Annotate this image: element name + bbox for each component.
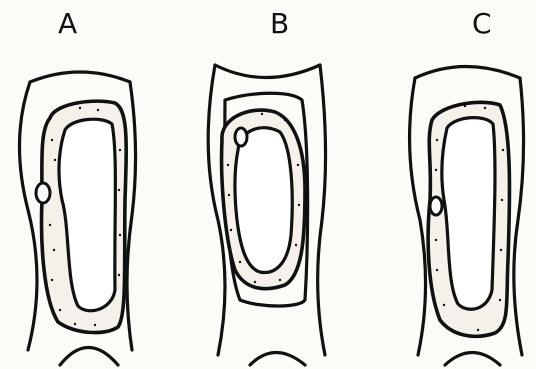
- cell-b: [208, 65, 325, 365]
- cell-b-right-wall: [318, 65, 326, 355]
- cell-b-vacuole: [235, 128, 292, 273]
- cell-a-nucleus: [36, 183, 50, 203]
- cell-a-bottom-wall: [60, 348, 118, 366]
- cell-c-bottom-wall: [445, 353, 500, 366]
- cell-c-left-wall: [410, 78, 426, 355]
- cell-c-right-wall: [514, 78, 524, 355]
- cell-b-nucleus: [235, 128, 247, 146]
- cell-a-left-wall: [19, 82, 37, 350]
- cell-c: [410, 67, 524, 366]
- cell-b-bottom-wall: [250, 353, 305, 366]
- cell-c-vacuole: [442, 118, 495, 310]
- cell-a-right-wall: [127, 82, 136, 350]
- cell-a: [19, 72, 135, 365]
- cell-c-top-wall: [415, 67, 520, 79]
- cell-b-top-wall: [215, 65, 320, 78]
- cell-a-top-wall: [30, 72, 130, 82]
- cell-c-nucleus: [430, 197, 442, 215]
